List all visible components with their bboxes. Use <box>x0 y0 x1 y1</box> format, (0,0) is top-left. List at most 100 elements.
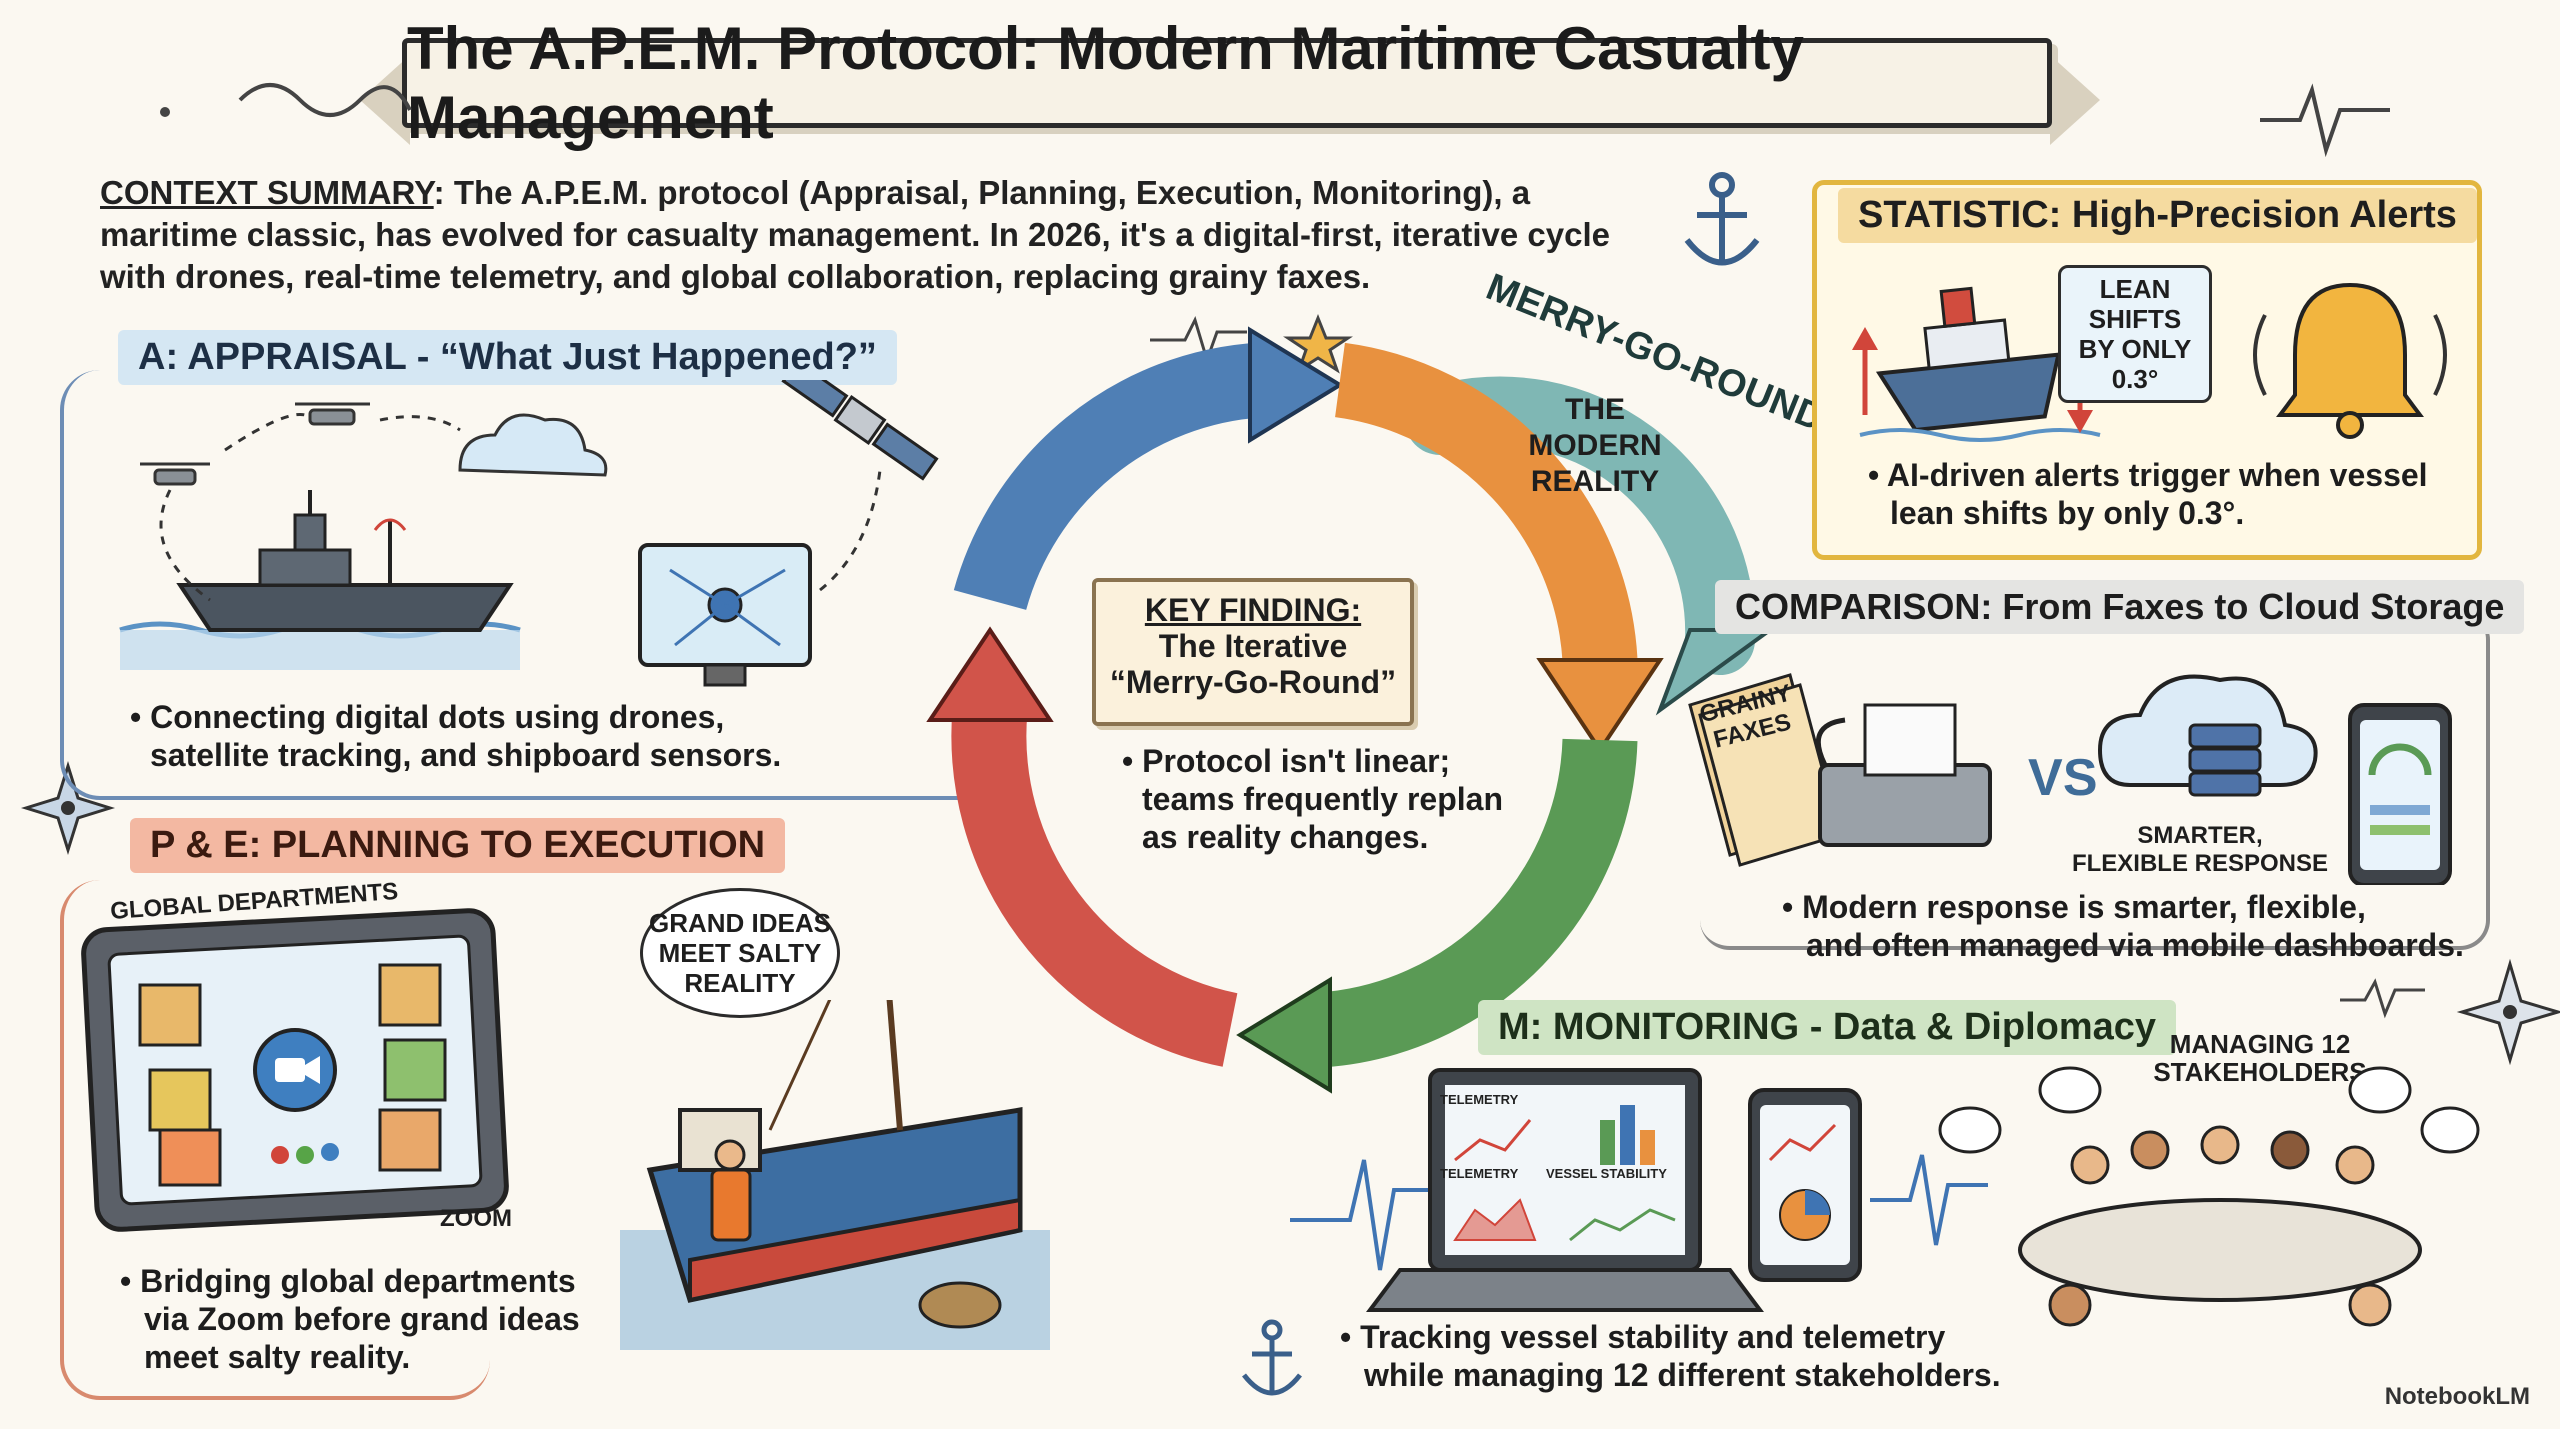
smarter-response-label: SMARTER, FLEXIBLE RESPONSE <box>2070 822 2330 878</box>
key-finding-line-2: “Merry-Go-Round” <box>1109 664 1397 700</box>
ship-icon <box>176 490 514 632</box>
appraisal-frame <box>60 370 1000 800</box>
key-finding-line-1: The Iterative <box>1158 628 1348 664</box>
satellite-icon <box>781 380 939 481</box>
cycle-arrow-blue <box>953 342 1263 611</box>
comparison-bullet-line-2: and often managed via mobile dashboards. <box>1806 927 2464 963</box>
speech-bubble-icon <box>1938 1066 2480 1154</box>
cycle-arrowhead-red <box>926 626 1054 722</box>
appraisal-illustration <box>119 380 939 687</box>
comparison-header: COMPARISON: From Faxes to Cloud Storage <box>1715 580 2525 634</box>
salvage-worker <box>710 1139 752 1242</box>
participant-avatar <box>148 1068 212 1132</box>
cycle-arrowhead-blue <box>1248 326 1344 444</box>
conference-table <box>2018 1125 2422 1327</box>
anchor-icon <box>1242 1319 1302 1396</box>
banner-right-tail <box>2050 55 2100 145</box>
heartbeat-doodle <box>2260 83 2390 158</box>
lean-shift-callout: LEAN SHIFTS BY ONLY 0.3° <box>2058 265 2212 403</box>
cycle-arrowhead-orange <box>1536 658 1664 754</box>
context-summary: CONTEXT SUMMARY: The A.P.E.M. protocol (… <box>100 172 1660 298</box>
server-icon <box>2188 723 2262 797</box>
apem-cycle-diagram <box>926 326 1777 1094</box>
zoom-label: ZOOM <box>440 1205 512 1232</box>
comparison-bullet: • Modern response is smarter, flexible, … <box>1782 888 2464 964</box>
cycle-arrowhead-green <box>1236 976 1332 1094</box>
cycle-arrow-orange <box>1334 342 1638 663</box>
planning-frame <box>60 880 490 1400</box>
tablet-illustration <box>81 908 509 1232</box>
cycle-bullet-line-3: as reality changes. <box>1142 819 1429 855</box>
statistic-bullet: • AI-driven alerts trigger when vessel l… <box>1868 456 2428 532</box>
salvage-ship-illustration <box>620 1000 1050 1350</box>
monitoring-bullet-line-2: while managing 12 different stakeholders… <box>1364 1357 2001 1393</box>
statistic-illustration <box>1852 282 2447 442</box>
heartbeat-line <box>1290 1159 1434 1271</box>
statistic-bullet-line-2: lean shifts by only 0.3°. <box>1890 495 2245 531</box>
appraisal-header: A: APPRAISAL - “What Just Happened?” <box>118 330 897 385</box>
key-finding-box: KEY FINDING: The Iterative “Merry-Go-Rou… <box>1092 578 1414 726</box>
monitor-icon <box>638 543 812 687</box>
appraisal-bullet-line-1: • Connecting digital dots using drones, <box>130 699 725 735</box>
smartphone-icon <box>1748 1088 1862 1282</box>
vs-label: VS <box>2028 749 2098 807</box>
bell-icon <box>2276 282 2424 439</box>
heartbeat-doodle <box>1150 315 1247 365</box>
cycle-arrow-red <box>951 706 1238 1067</box>
participant-avatar <box>378 1108 442 1172</box>
drone-icon <box>140 402 370 486</box>
star-doodle <box>1283 313 1353 374</box>
planning-header: P & E: PLANNING TO EXECUTION <box>130 818 786 873</box>
cycle-bullet-line-1: • Protocol isn't linear; <box>1122 743 1451 779</box>
planning-bullet-line-1: • Bridging global departments <box>120 1263 576 1299</box>
planning-bullet-line-3: meet salty reality. <box>144 1339 411 1375</box>
participant-avatar <box>383 1038 447 1102</box>
planning-bullet: • Bridging global departments via Zoom b… <box>120 1262 580 1376</box>
video-camera-icon <box>253 1028 337 1112</box>
modern-reality-label: THE MODERN REALITY <box>1528 393 1662 498</box>
comparison-frame <box>1700 610 2490 950</box>
context-text: : The A.P.E.M. protocol (Appraisal, Plan… <box>100 174 1611 295</box>
heartbeat-line <box>1870 1154 1988 1246</box>
heartbeat-doodle <box>2340 978 2425 1019</box>
context-label: CONTEXT SUMMARY <box>100 174 434 211</box>
compass-rose-icon <box>2456 958 2560 1066</box>
statistic-header: STATISTIC: High-Precision Alerts <box>1838 188 2477 243</box>
telemetry-label: TELEMETRY <box>1440 1092 1519 1107</box>
monitoring-illustration <box>1290 1066 2480 1327</box>
smarter-label-line-1: SMARTER, <box>2137 822 2263 849</box>
cycle-bullet: • Protocol isn't linear; teams frequentl… <box>1122 742 1503 856</box>
monitoring-bullet: • Tracking vessel stability and telemetr… <box>1340 1318 2001 1394</box>
key-finding-heading: KEY FINDING: <box>1144 592 1362 628</box>
notebooklm-credit: NotebookLM <box>2384 1383 2530 1410</box>
laptop-icon <box>1366 1068 1764 1312</box>
page-title: The A.P.E.M. Protocol: Modern Maritime C… <box>407 15 1804 151</box>
cycle-arrow-green <box>1317 738 1638 1068</box>
ship-icon <box>1875 286 2061 433</box>
statistic-bullet-line-1: • AI-driven alerts trigger when vessel <box>1868 457 2428 493</box>
compass-rose-icon <box>20 760 116 856</box>
participant-avatar <box>138 983 202 1047</box>
comparison-illustration <box>1688 673 2452 885</box>
grand-ideas-speech-bubble: GRAND IDEAS MEET SALTY REALITY <box>640 888 840 1018</box>
squiggle-doodle <box>238 83 412 117</box>
fax-machine-icon <box>1815 703 1992 847</box>
participant-avatar <box>158 1128 222 1187</box>
dot-doodle <box>160 107 170 117</box>
cycle-bullet-line-2: teams frequently replan <box>1142 781 1503 817</box>
rope-coil <box>918 1281 1002 1329</box>
telemetry-label-2: TELEMETRY <box>1440 1166 1519 1181</box>
participant-avatar <box>378 963 442 1027</box>
monitoring-header: M: MONITORING - Data & Diplomacy <box>1478 1000 2177 1055</box>
appraisal-bullet: • Connecting digital dots using drones, … <box>130 698 781 774</box>
appraisal-bullet-line-2: satellite tracking, and shipboard sensor… <box>150 737 782 773</box>
stakeholders-label: MANAGING 12 STAKEHOLDERS <box>2153 1029 2367 1087</box>
monitoring-bullet-line-1: • Tracking vessel stability and telemetr… <box>1340 1319 1946 1355</box>
smarter-label-line-2: FLEXIBLE RESPONSE <box>2071 850 2329 877</box>
cloud-icon <box>458 413 608 477</box>
comparison-bullet-line-1: • Modern response is smarter, flexible, <box>1782 889 2366 925</box>
smartphone-icon <box>2348 703 2452 885</box>
title-banner: The A.P.E.M. Protocol: Modern Maritime C… <box>402 15 2052 151</box>
planning-bullet-line-2: via Zoom before grand ideas <box>144 1301 580 1337</box>
